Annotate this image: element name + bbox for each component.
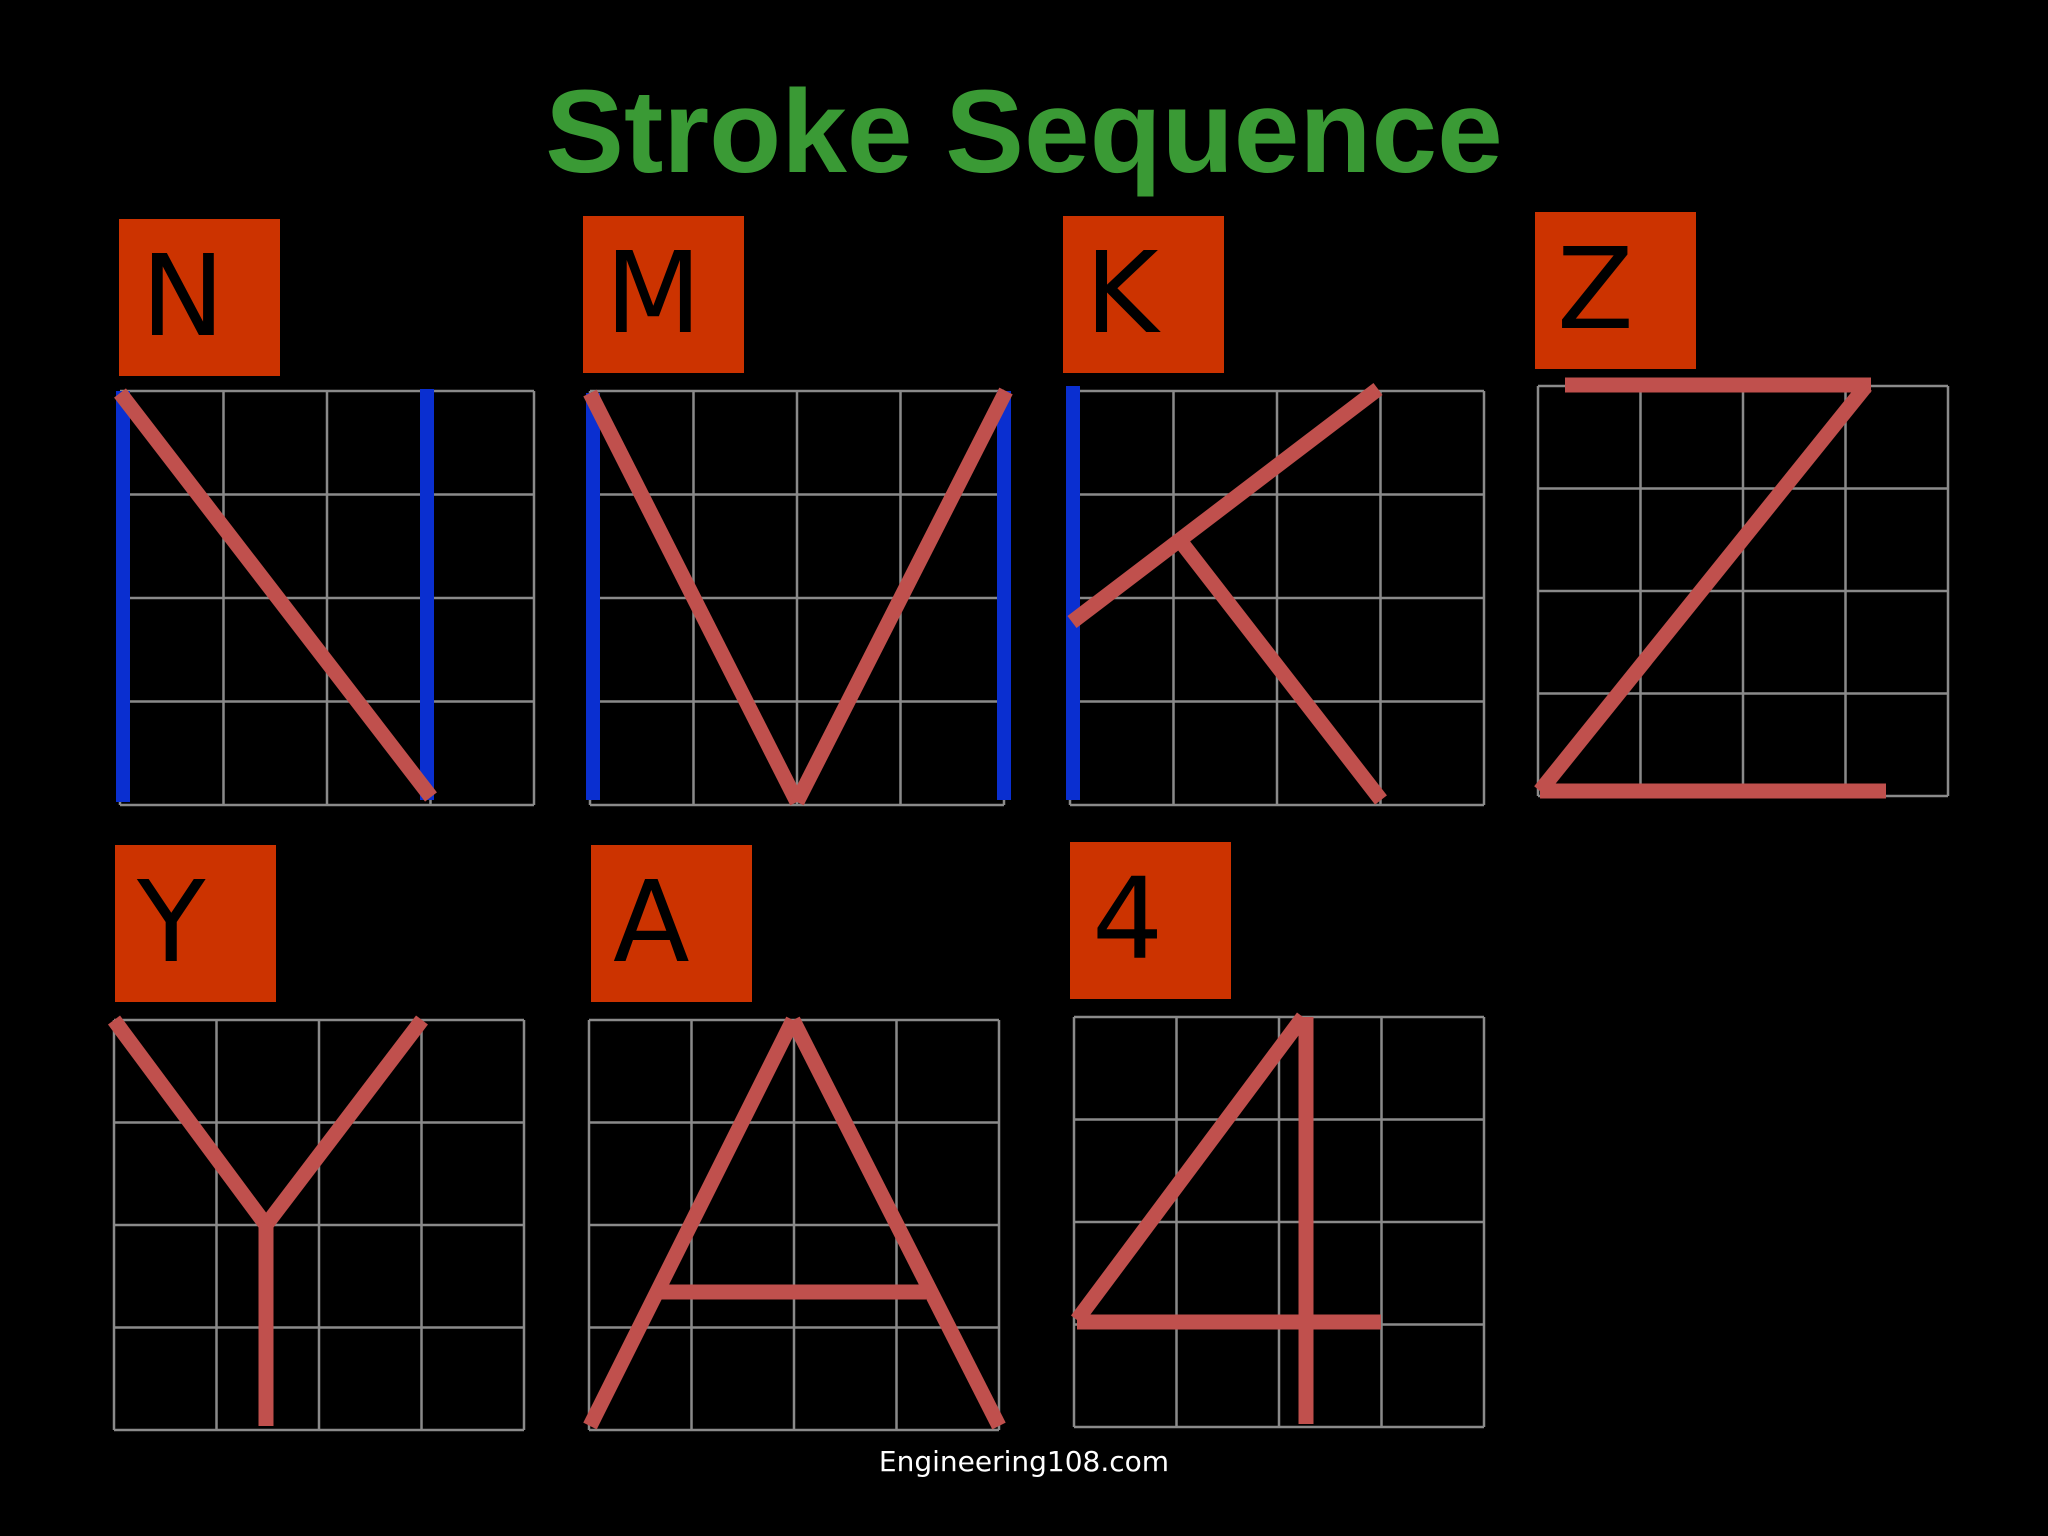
grid-y [112, 1018, 526, 1432]
grid-a [587, 1018, 1001, 1432]
stroke-k [1067, 383, 1383, 628]
grid-m [588, 389, 1006, 807]
grid-z [1536, 384, 1950, 798]
label-z: Z [1535, 212, 1696, 369]
label-y: Y [115, 845, 276, 1002]
label-k: K [1063, 216, 1224, 373]
label-n: N [119, 219, 280, 376]
stroke-k [1172, 533, 1387, 805]
stroke-a [583, 1016, 800, 1430]
label-m: M [583, 216, 744, 373]
stroke-y [260, 1015, 428, 1230]
stroke-z [1534, 381, 1872, 796]
label-4: 4 [1070, 842, 1231, 999]
stroke-a [786, 1016, 1006, 1430]
grid-k [1068, 389, 1486, 807]
grid-layer [112, 384, 1950, 1432]
stroke-m [790, 387, 1013, 806]
label-a: A [591, 845, 752, 1002]
stroke-y [107, 1015, 273, 1230]
page-title: Stroke Sequence [545, 66, 1503, 198]
stroke-layer [107, 377, 1886, 1430]
stroke-m [583, 389, 804, 806]
stroke-4 [1070, 1012, 1310, 1325]
grid-4 [1072, 1015, 1486, 1429]
stroke-n [114, 388, 437, 802]
grid-n [118, 389, 536, 807]
site-credit: Engineering108.com [878, 1445, 1170, 1478]
